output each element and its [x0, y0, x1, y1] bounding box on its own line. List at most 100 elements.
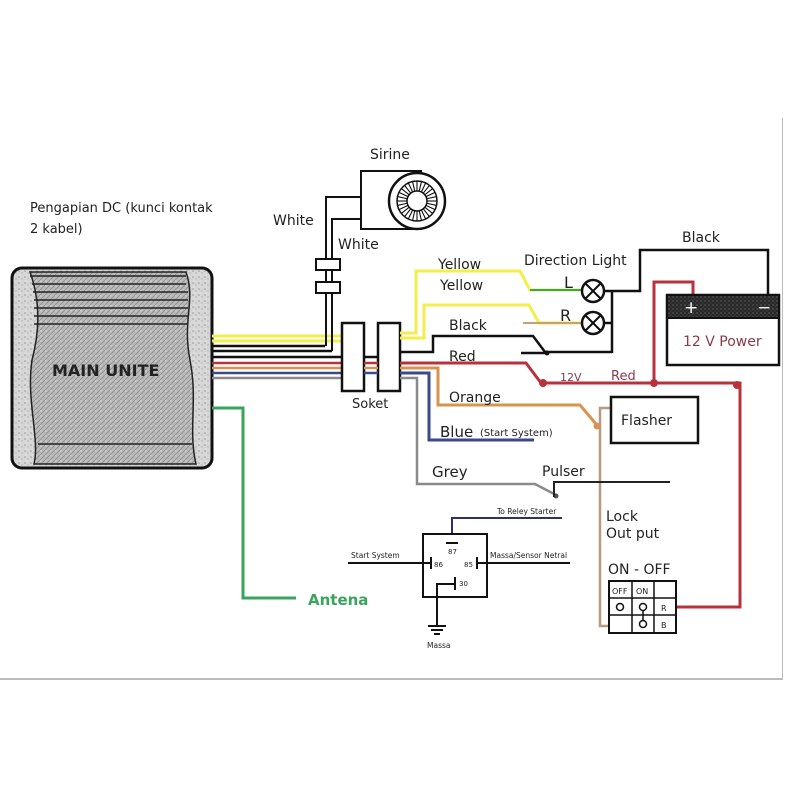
siren-grille-ray [422, 208, 430, 217]
orange-wire [400, 366, 598, 425]
direction-light-left-label: L [564, 273, 573, 292]
direction-light-right-label: R [560, 306, 571, 325]
switch-on-r-contact-icon [638, 602, 648, 612]
flasher-label: Flasher [621, 413, 672, 429]
yellow-2-label: Yellow [439, 278, 483, 294]
relay-pin-86: 86 [434, 561, 443, 569]
switch-row-r: R [661, 604, 667, 613]
siren-grille-ray [422, 185, 430, 194]
relay-to-starter-label: To Reley Starter [496, 507, 557, 516]
red-junction-2 [650, 379, 658, 387]
siren-grille-ray [398, 191, 409, 198]
siren-label: Sirine [370, 147, 410, 163]
lock-output-line1: Lock [606, 509, 639, 525]
siren-grille-ray [412, 210, 416, 221]
relay: To Reley Starter 87 86 Start System 85 M… [348, 507, 570, 650]
relay-pin-85: 85 [464, 561, 473, 569]
siren-grille-ray [407, 209, 414, 220]
lock-output-line2: Out put [606, 526, 660, 542]
diagram-frame [0, 118, 783, 680]
siren-grille-ray [397, 196, 408, 200]
siren-grille-icon [397, 181, 437, 221]
siren-wire-2-label: White [338, 237, 379, 253]
siren-grille-ray [401, 206, 410, 214]
relay-start-system-label: Start System [351, 551, 400, 560]
black-top-label: Black [682, 230, 721, 246]
siren-wire-1 [325, 196, 361, 346]
socket: Soket [340, 321, 402, 412]
siren-grille-ray [425, 191, 436, 198]
pulser-wire [553, 481, 670, 497]
siren-grille-ray [420, 182, 427, 193]
siren-connector-bottom [315, 281, 341, 294]
switch-title: ON - OFF [608, 562, 671, 578]
siren-grille-ray [401, 188, 410, 196]
title-note-line2: 2 kabel) [30, 222, 83, 237]
siren-wire-1-label: White [273, 213, 314, 229]
red-battery-wire [652, 280, 695, 383]
siren: Sirine [360, 147, 447, 231]
main-unit-label: MAIN UNITE [52, 361, 159, 380]
switch-on-b-contact-icon [638, 619, 648, 629]
lock-output-wire [598, 406, 611, 628]
battery-minus-icon: − [757, 298, 771, 318]
switch-col-on: ON [636, 587, 648, 596]
siren-grille-ray [404, 185, 412, 194]
siren-grille-ray [424, 188, 433, 196]
red-2-label: Red [611, 369, 636, 384]
title-note-line1: Pengapian DC (kunci kontak [30, 201, 213, 216]
pulser-label: Pulser [542, 464, 585, 480]
socket-label: Soket [352, 397, 388, 412]
on-off-switch[interactable]: OFF ON R B [608, 580, 677, 634]
lamp-left-icon [580, 278, 606, 304]
antenna-wire [212, 406, 296, 600]
switch-off-r-contact-icon [615, 602, 625, 612]
red-junction-3 [733, 381, 741, 389]
blue-note: (Start System) [480, 428, 553, 439]
blue-label: Blue [440, 423, 473, 441]
relay-massa-sensor-label: Massa/Sensor Netral [490, 551, 567, 560]
yellow-1-label: Yellow [437, 257, 481, 273]
wire-harness [212, 334, 342, 380]
black-wire [400, 334, 612, 354]
flasher: Flasher [609, 395, 700, 445]
siren-grille-ray [412, 181, 416, 192]
siren-grille-ray [404, 208, 412, 217]
siren-grille-ray [398, 204, 409, 211]
direction-light-label: Direction Light [524, 253, 627, 269]
siren-grille-ray [418, 210, 422, 221]
red-12v-label: 12V [560, 371, 582, 384]
blue-wire [400, 371, 534, 442]
main-unit: MAIN UNITE [10, 266, 214, 470]
main-unit-vent-lines [30, 275, 192, 445]
yellow-wire-right [400, 303, 582, 340]
lamp-right-icon [580, 310, 606, 336]
siren-grille-ray [424, 206, 433, 214]
black-ground-wire [604, 248, 770, 297]
grey-label: Grey [432, 463, 468, 481]
battery: + − 12 V Power [665, 293, 781, 367]
grey-wire [400, 376, 557, 497]
relay-pin-87: 87 [448, 548, 457, 556]
siren-grille-ray [407, 182, 414, 193]
ground-icon [428, 620, 446, 635]
orange-label: Orange [449, 390, 501, 406]
switch-col-off: OFF [612, 587, 628, 596]
antenna-label: Antena [308, 591, 368, 609]
siren-grille-ray [418, 181, 422, 192]
relay-pin-30: 30 [459, 580, 468, 588]
siren-grille-ray [426, 202, 437, 206]
red-wire [400, 361, 742, 609]
red-label: Red [449, 349, 476, 365]
red-junction-1 [539, 379, 547, 387]
black-label: Black [449, 318, 488, 334]
battery-label: 12 V Power [683, 334, 762, 350]
siren-connector-top [315, 258, 341, 271]
siren-grille-ray [425, 204, 436, 211]
switch-row-b: B [661, 621, 667, 630]
siren-grille-ray [420, 209, 427, 220]
siren-grille-ray [426, 196, 437, 200]
relay-ground-label: Massa [427, 641, 450, 650]
siren-wire-2 [331, 218, 361, 351]
